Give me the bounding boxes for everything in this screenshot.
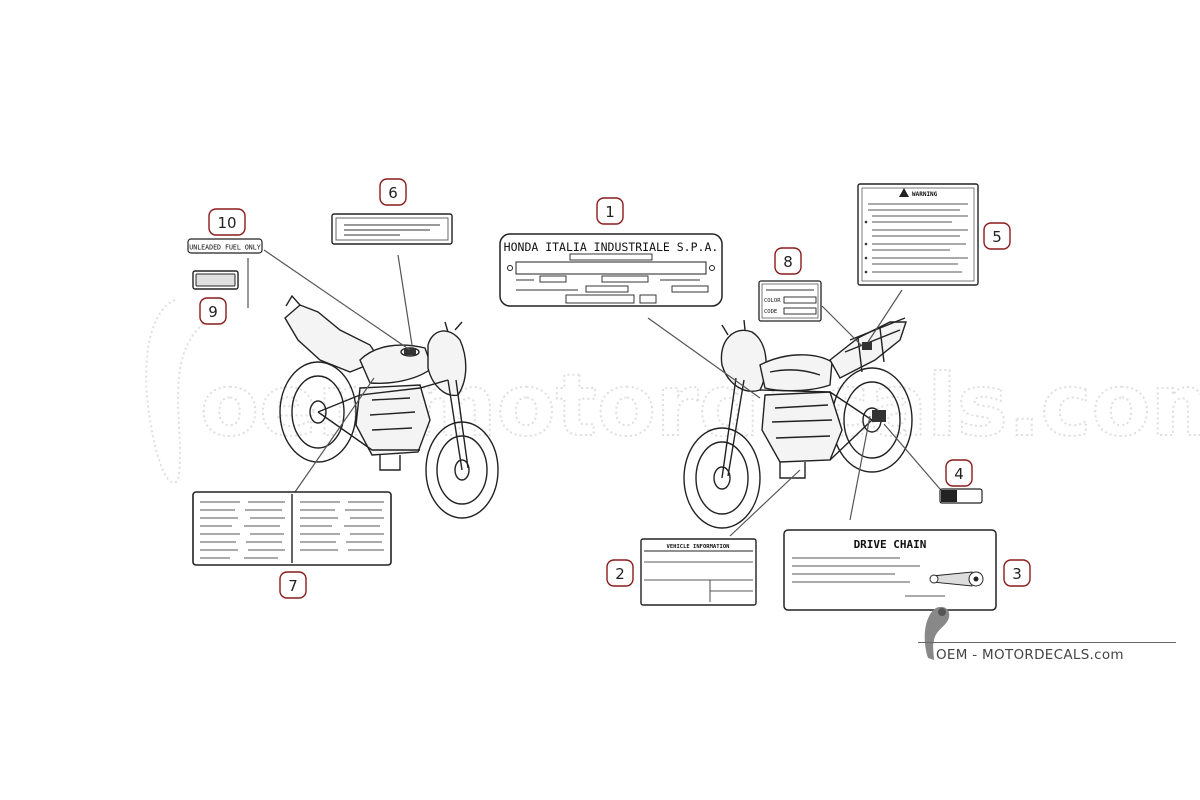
decal-warning: WARNING bbox=[857, 183, 979, 286]
callout-5: 5 bbox=[983, 222, 1011, 250]
brand-text: OEM - MOTORDECALS.com bbox=[936, 647, 1124, 663]
right-motorcycle bbox=[683, 317, 913, 529]
vehicle-info-label-text: VEHICLE INFORMATION bbox=[667, 544, 730, 550]
svg-text:6: 6 bbox=[388, 184, 398, 202]
decal-unleaded-fuel: UNLEADED FUEL ONLY bbox=[187, 238, 263, 254]
fuel-label-text: UNLEADED FUEL ONLY bbox=[189, 244, 260, 252]
drive-chain-label-text: DRIVE CHAIN bbox=[854, 538, 927, 551]
decal-honda-plate: HONDA ITALIA INDUSTRIALE S.P.A. bbox=[499, 233, 723, 307]
callout-3: 3 bbox=[1003, 559, 1031, 587]
decal-small-strip bbox=[192, 270, 239, 290]
callout-6: 6 bbox=[379, 178, 407, 206]
callout-8: 8 bbox=[774, 247, 802, 275]
callout-1: 1 bbox=[596, 197, 624, 225]
svg-text:8: 8 bbox=[783, 253, 793, 271]
brand-footer: OEM - MOTORDECALS.com bbox=[918, 642, 1188, 672]
chain-sprocket-icon bbox=[929, 571, 984, 587]
callout-10: 10 bbox=[208, 208, 246, 236]
warning-triangle-icon bbox=[899, 188, 909, 197]
callout-4: 4 bbox=[945, 459, 973, 487]
brand-divider bbox=[918, 642, 1176, 643]
honda-plate-text: HONDA ITALIA INDUSTRIALE S.P.A. bbox=[504, 240, 719, 254]
decal-info-label bbox=[192, 491, 392, 566]
brand-logo-icon bbox=[924, 606, 950, 660]
svg-text:1: 1 bbox=[605, 203, 615, 221]
svg-text:9: 9 bbox=[208, 303, 218, 321]
decal-color-code: COLOR CODE bbox=[758, 280, 822, 322]
callout-9: 9 bbox=[199, 297, 227, 325]
decal-small-tag bbox=[939, 488, 983, 504]
callout-2: 2 bbox=[606, 559, 634, 587]
decal-top-strip bbox=[331, 213, 453, 245]
code-label-text: CODE bbox=[764, 309, 777, 315]
decal-drive-chain: DRIVE CHAIN bbox=[783, 529, 997, 611]
color-label-text: COLOR bbox=[764, 298, 781, 304]
svg-text:5: 5 bbox=[992, 228, 1002, 246]
svg-text:2: 2 bbox=[615, 565, 625, 583]
svg-text:10: 10 bbox=[217, 214, 236, 232]
decal-vehicle-info: VEHICLE INFORMATION bbox=[640, 538, 757, 606]
callout-7: 7 bbox=[279, 571, 307, 599]
leader-lines bbox=[247, 249, 947, 537]
svg-text:4: 4 bbox=[954, 465, 964, 483]
left-motorcycle bbox=[279, 294, 499, 519]
svg-text:7: 7 bbox=[288, 577, 298, 595]
svg-text:3: 3 bbox=[1012, 565, 1022, 583]
warning-label-text: WARNING bbox=[912, 191, 938, 198]
